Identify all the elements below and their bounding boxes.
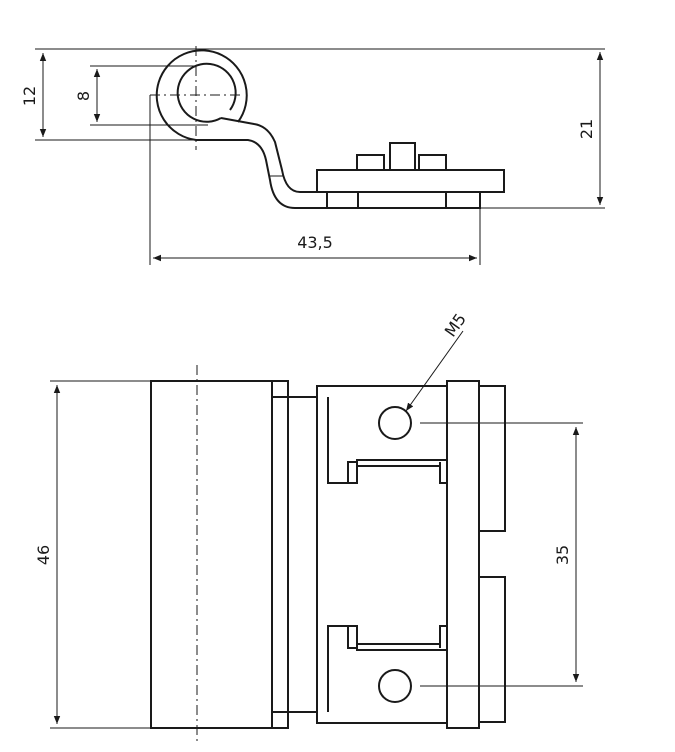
thread-label-m5: M5: [441, 310, 470, 341]
boss-center: [389, 142, 416, 171]
leaf-spine: [446, 380, 480, 729]
mounting-hole-lower: [378, 669, 412, 703]
boss-left: [356, 154, 385, 171]
dim-label-43-5: 43,5: [297, 233, 333, 252]
dim-label-12: 12: [20, 86, 39, 106]
plan-view: [150, 365, 506, 742]
mounting-plate: [316, 169, 505, 193]
dim-label-21: 21: [577, 119, 596, 139]
dim-label-46: 46: [34, 545, 53, 565]
side-view: [150, 46, 505, 209]
slot-upper-lip: [347, 461, 447, 484]
hinge-eye-inner: [176, 62, 237, 123]
leaf-flange-top: [478, 385, 506, 532]
slot-upper: [327, 397, 447, 484]
dim-label-35: 35: [553, 545, 572, 565]
side-view-dimensions: 12 8 21 43,5: [20, 48, 605, 265]
leader-m5: [405, 330, 464, 412]
hinge-eye-outer: [155, 49, 248, 141]
slot-lower: [327, 625, 447, 712]
leaf-plate: [271, 385, 448, 724]
slot-lower-lip: [347, 625, 447, 649]
hinge-strip-lower: [196, 139, 480, 209]
knuckle-collar: [271, 380, 289, 729]
mounting-hole-upper: [378, 406, 412, 440]
boss-right: [418, 154, 447, 171]
block-tab-right: [445, 191, 481, 209]
plan-view-dimensions: 46 35 M5: [34, 310, 583, 729]
leaf-flange-bottom: [478, 576, 506, 723]
knuckle-body: [150, 380, 273, 729]
block-tab-left: [326, 191, 359, 209]
hinge-strip-upper: [220, 117, 504, 193]
dim-label-8: 8: [74, 91, 93, 101]
